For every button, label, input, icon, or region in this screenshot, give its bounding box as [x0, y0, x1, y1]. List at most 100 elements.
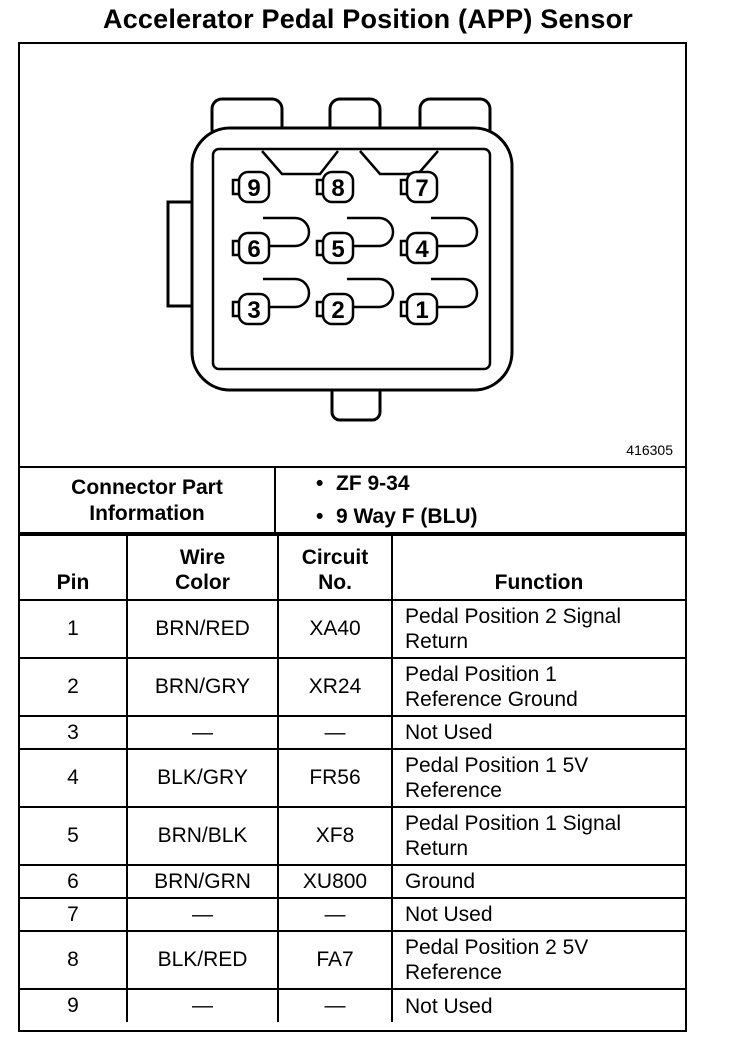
pin-grid: 9 8 7 6 5 4 3 2 1 — [231, 170, 439, 326]
pin-cell-8: 8 — [315, 170, 355, 204]
pin-cell-5: 5 — [315, 231, 355, 265]
circuit-cell: XF8 — [277, 806, 393, 866]
pin-cell-2: 2 — [315, 292, 355, 326]
bullet-icon: • — [316, 472, 324, 495]
function-cell: Not Used — [391, 715, 685, 750]
pin-cell-9: 9 — [231, 170, 271, 204]
function-line-2: Reference — [405, 779, 502, 802]
circuit-cell: — — [277, 897, 393, 932]
wire-color-cell: BRN/RED — [126, 599, 279, 659]
wire-color-cell: — — [126, 715, 279, 750]
function-line-1: Pedal Position 1 Signal — [405, 812, 621, 835]
connector-part-number: ZF 9-34 — [336, 472, 410, 495]
connector-info: Connector Part Information • ZF 9-34 • 9 W… — [20, 466, 685, 534]
wire-color-cell: BLK/RED — [126, 930, 279, 990]
connector-info-label-line2: Information — [89, 502, 205, 525]
pin-cell: 4 — [20, 748, 128, 808]
connector-info-label: Connector Part Information — [20, 468, 276, 534]
pin-cell-7: 7 — [399, 170, 439, 204]
pin-cell: 9 — [20, 988, 128, 1022]
function-line-1: Pedal Position 1 5V — [405, 754, 589, 777]
function-line-1: Not Used — [405, 721, 493, 744]
connector-type: 9 Way F (BLU) — [336, 505, 478, 528]
function-cell: Ground — [391, 864, 685, 899]
circuit-cell: — — [277, 988, 393, 1022]
pin-cell: 6 — [20, 864, 128, 899]
pin-cell-1: 1 — [399, 292, 439, 326]
header-function: Function — [391, 534, 685, 601]
wire-color-cell: — — [126, 897, 279, 932]
circuit-cell: FA7 — [277, 930, 393, 990]
pin-number: 3 — [247, 297, 260, 324]
pin-number: 5 — [331, 236, 344, 263]
pin-cell: 1 — [20, 599, 128, 659]
keyway-notches — [261, 150, 439, 176]
circuit-cell: — — [277, 715, 393, 750]
table-row: 3——Not Used — [20, 715, 685, 750]
function-line-1: Pedal Position 2 Signal — [405, 605, 621, 628]
function-line-1: Not Used — [405, 903, 493, 926]
header-pin: Pin — [20, 534, 128, 601]
pin-cell: 8 — [20, 930, 128, 990]
pin-number: 4 — [415, 236, 429, 263]
pin-cell: 5 — [20, 806, 128, 866]
wire-color-cell: BRN/GRN — [126, 864, 279, 899]
function-cell: Not Used — [391, 897, 685, 932]
connector-info-items: • ZF 9-34 • 9 Way F (BLU) — [276, 468, 685, 534]
function-line-1: Not Used — [405, 994, 493, 1018]
function-line-1: Pedal Position 1 — [405, 663, 557, 686]
circuit-cell: XR24 — [277, 657, 393, 717]
wire-color-cell: — — [126, 988, 279, 1022]
connector-info-label-line1: Connector Part — [71, 476, 223, 499]
wire-color-cell: BRN/BLK — [126, 806, 279, 866]
pin-number: 6 — [247, 236, 260, 263]
wire-color-cell: BRN/GRY — [126, 657, 279, 717]
pin-number: 7 — [415, 175, 428, 202]
connector-info-item: • 9 Way F (BLU) — [316, 505, 478, 529]
pin-cell-4: 4 — [399, 231, 439, 265]
page-title: Accelerator Pedal Position (APP) Sensor — [103, 4, 633, 34]
table-row: 7——Not Used — [20, 897, 685, 932]
pin-cell: 2 — [20, 657, 128, 717]
terminal-loops — [263, 216, 479, 309]
pin-number: 1 — [415, 297, 428, 324]
circuit-cell: FR56 — [277, 748, 393, 808]
pin-number: 2 — [331, 297, 344, 324]
wire-color-cell: BLK/GRY — [126, 748, 279, 808]
function-line-2: Reference — [405, 961, 502, 984]
pin-cell: 7 — [20, 897, 128, 932]
function-line-2: Return — [405, 837, 469, 860]
function-line-2: Return — [405, 630, 469, 653]
figure-id: 416305 — [626, 442, 673, 458]
pin-cell-6: 6 — [231, 231, 271, 265]
circuit-cell: XU800 — [277, 864, 393, 899]
pin-number: 9 — [247, 175, 260, 202]
function-line-2: Reference Ground — [405, 688, 578, 711]
pin-cell-3: 3 — [231, 292, 271, 326]
bullet-icon: • — [316, 505, 324, 528]
pin-number: 8 — [331, 175, 344, 202]
pin-cell: 3 — [20, 715, 128, 750]
connector-info-item: • ZF 9-34 — [316, 472, 410, 496]
function-line-1: Ground — [405, 870, 476, 893]
function-line-1: Pedal Position 2 5V — [405, 936, 589, 959]
connector-diagram: 9 8 7 6 5 4 3 2 1 — [166, 97, 514, 422]
function-cell: Not Used — [391, 988, 685, 1022]
table-row: 9——Not Used — [20, 988, 685, 1022]
